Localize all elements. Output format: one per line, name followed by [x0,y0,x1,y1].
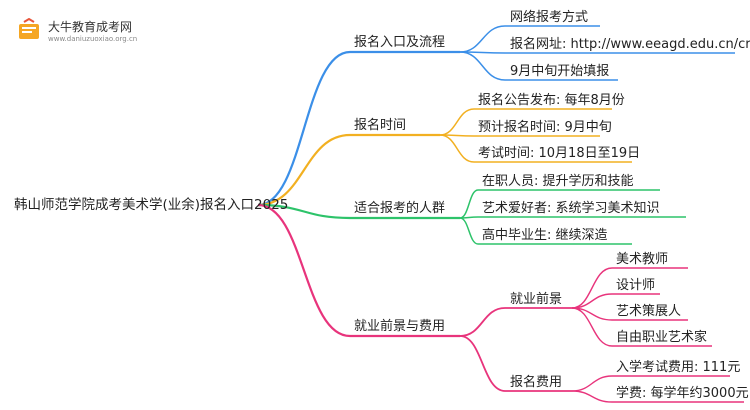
branch-career-fees: 就业前景与费用 [354,319,446,334]
leaf-entrance-fee: 入学考试费用: 111元 [616,360,741,375]
leaf-designer: 设计师 [616,278,656,293]
leaf-line [459,51,506,81]
logo-name: 大牛教育成考网 [48,20,133,34]
leaf-line [571,375,613,392]
leaf-tuition: 学费: 每学年约3000元 [616,386,749,401]
leaf-freelance-artist: 自由职业艺术家 [616,330,708,345]
branch-target-group: 适合报考的人群 [354,201,446,216]
leaf-line [439,108,475,136]
branch-line [257,50,351,207]
root-topic: 韩山师范学院成考美术学(业余)报名入口2025 [14,197,289,213]
leaf-line [571,390,613,403]
leaf-expected-time: 预计报名时间: 9月中旬 [478,120,612,135]
leaf-art-teacher: 美术教师 [616,252,669,267]
leaf-line [459,189,479,219]
leaf-line [571,267,613,309]
site-logo: 大牛教育成考网 www.daniuzuoxiao.org.cn [16,14,156,48]
logo-url: www.daniuzuoxiao.org.cn [48,35,138,43]
leaf-line [459,217,479,245]
branch-line [257,203,351,338]
leaf-art-lovers: 艺术爱好者: 系统学习美术知识 [482,201,660,216]
subbranch-line [459,335,506,392]
branch-registration-time: 报名时间 [354,118,407,133]
leaf-fill-start: 9月中旬开始填报 [510,64,610,79]
branch-line [257,203,351,220]
leaf-line [571,307,613,347]
branch-line [257,133,351,207]
leaf-line [439,134,475,163]
branch-entry-process: 报名入口及流程 [354,35,446,50]
leaf-high-school-grads: 高中毕业生: 继续深造 [482,228,608,243]
leaf-online-registration: 网络报考方式 [510,10,589,25]
subbranch-line [459,307,506,337]
leaf-notice-release: 报名公告发布: 每年8月份 [478,93,625,108]
leaf-registration-url: 报名网址: http://www.eeagd.edu.cn/cr [510,37,750,52]
subbranch-fees: 报名费用 [510,375,563,390]
book-logo-icon [19,18,39,39]
leaf-exam-time: 考试时间: 10月18日至19日 [478,146,641,161]
leaf-working-people: 在职人员: 提升学历和技能 [482,174,634,189]
leaf-curator: 艺术策展人 [616,304,682,319]
leaf-line [459,25,506,53]
subbranch-career: 就业前景 [510,292,563,307]
